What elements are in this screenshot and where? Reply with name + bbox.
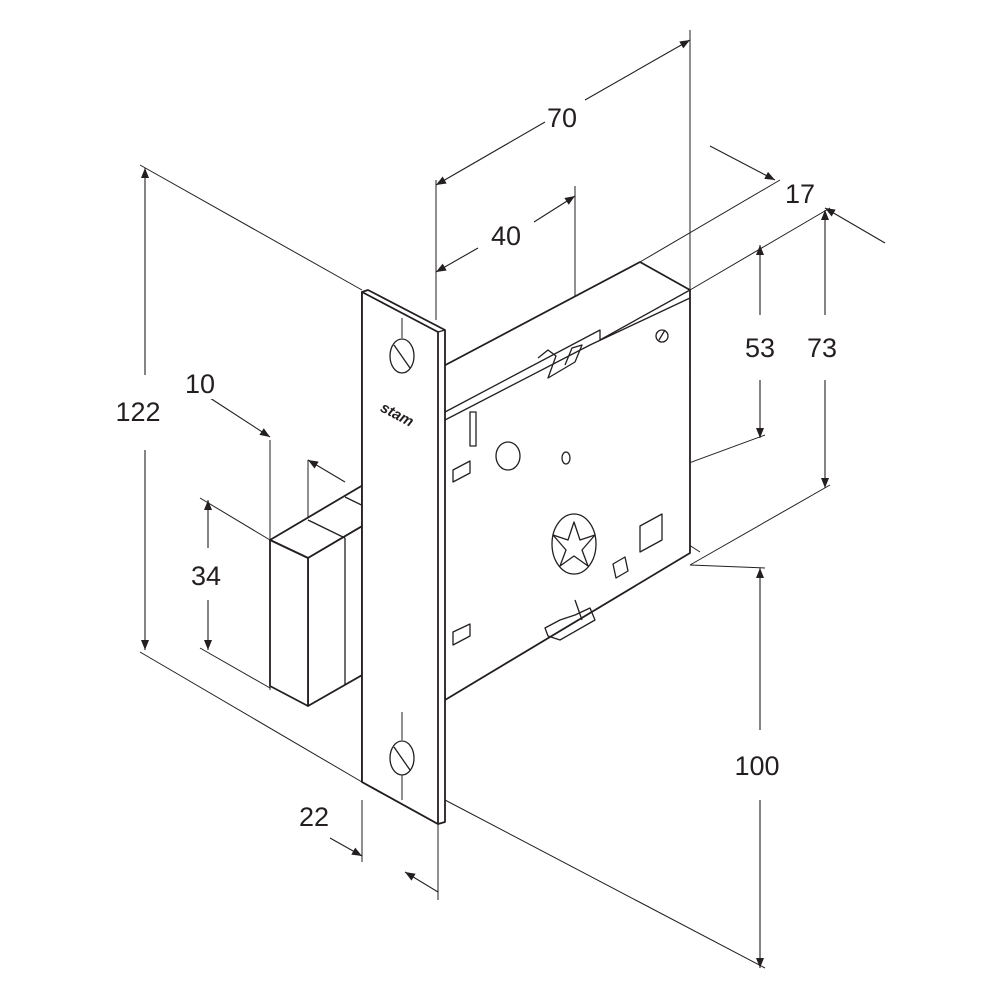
lock-case: [435, 261, 691, 701]
dimension-label-17: 17: [782, 179, 818, 209]
dimension-label-34: 34: [188, 561, 224, 591]
dimension-label-53: 53: [742, 333, 778, 363]
dimension-label-22: 22: [296, 802, 332, 832]
dimension-label-10: 10: [182, 369, 218, 399]
dimension-label-73: 73: [804, 333, 840, 363]
dimension-label-100: 100: [732, 751, 782, 781]
faceplate: stam: [361, 289, 446, 825]
dimension-label-122: 122: [113, 397, 163, 427]
dimension-label-70: 70: [544, 103, 580, 133]
dimension-lines: [141, 39, 886, 968]
dimension-label-40: 40: [488, 221, 524, 251]
screw-hole-top: [389, 338, 415, 374]
